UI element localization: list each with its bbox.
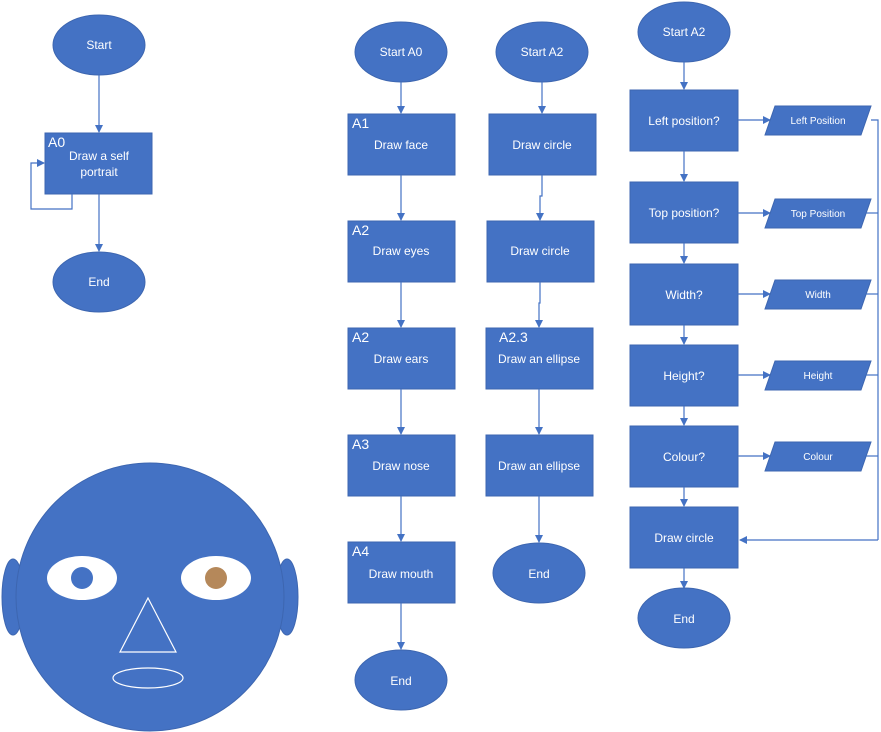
nose-triangle (119, 596, 177, 653)
input-label: Top Position (791, 209, 845, 220)
process-id: A4 (352, 543, 369, 559)
inputs-merge-connector (871, 119, 879, 540)
process-label: Draw nose (372, 459, 430, 473)
connector-arrow (536, 175, 544, 221)
process-id: A0 (48, 134, 65, 150)
process-draw-circle (488, 113, 597, 176)
process-id: A1 (352, 115, 369, 131)
process-label: Draw face (374, 138, 428, 152)
end-label: End (390, 674, 411, 688)
question-top-position (629, 181, 739, 244)
process-label: Draw an ellipse (498, 459, 580, 473)
connector-arrow (535, 282, 543, 328)
flow-draw-circle: Start A2 Left position? Left Position To… (629, 1, 879, 649)
process-label: Draw eyes (373, 244, 430, 258)
question-label: Height? (663, 369, 705, 383)
input-colour (764, 441, 872, 472)
loop-connector (30, 159, 73, 210)
input-height (764, 360, 872, 391)
process-label: Draw circle (512, 138, 572, 152)
process-draw-circle (629, 506, 739, 569)
start-label: Start A0 (380, 45, 423, 59)
process-id: A2 (352, 329, 369, 345)
process-draw-ears (347, 327, 456, 390)
end-terminator (492, 542, 586, 604)
flow-a2: Start A2 Draw circle Draw circle A2.3 Dr… (485, 21, 597, 604)
process-id: A3 (352, 436, 369, 452)
question-left-position (629, 89, 739, 152)
question-label: Width? (665, 288, 703, 302)
input-top-position (764, 198, 872, 229)
question-width (629, 263, 739, 326)
input-label: Height (804, 371, 833, 382)
process-draw-nose (347, 434, 456, 497)
input-label: Colour (803, 452, 833, 463)
process-label-line1: Draw a self (69, 149, 130, 163)
mouth-ellipse (112, 667, 184, 689)
input-width (764, 279, 872, 310)
process-label-line2: portrait (80, 165, 118, 179)
process-id: A2.3 (499, 329, 528, 345)
start-label: Start (86, 38, 112, 52)
right-pupil (205, 567, 227, 589)
question-label: Top position? (649, 206, 720, 220)
start-label: Start A2 (663, 25, 706, 39)
flow-main: Start A0 A1 Draw face A2 Draw eyes A2 Dr… (347, 21, 456, 711)
end-terminator (354, 649, 448, 711)
process-a0 (44, 132, 153, 195)
process-draw-mouth (347, 541, 456, 604)
self-portrait-face (1, 462, 299, 732)
process-draw-eyes (347, 220, 456, 283)
face-circle (15, 462, 285, 732)
end-terminator (637, 587, 731, 649)
process-draw-face (347, 113, 456, 176)
process-draw-ellipse (485, 434, 594, 497)
end-terminator (52, 251, 146, 313)
input-label: Width (805, 290, 831, 301)
process-draw-ellipse (485, 327, 594, 390)
process-label: Draw an ellipse (498, 352, 580, 366)
question-label: Colour? (663, 450, 705, 464)
process-label: Draw ears (374, 352, 429, 366)
end-label: End (528, 567, 549, 581)
process-label: Draw circle (654, 531, 714, 545)
input-label: Left Position (790, 116, 845, 127)
process-label: Draw mouth (369, 567, 434, 581)
end-label: End (673, 612, 694, 626)
start-label: Start A2 (521, 45, 564, 59)
process-id: A2 (352, 222, 369, 238)
flow-a0: Start A0 Draw a self portrait End (30, 14, 153, 313)
question-label: Left position? (648, 114, 720, 128)
process-label: Draw circle (510, 244, 570, 258)
input-left-position (764, 105, 872, 136)
left-pupil (71, 567, 93, 589)
end-label: End (88, 275, 109, 289)
process-draw-circle (486, 220, 595, 283)
